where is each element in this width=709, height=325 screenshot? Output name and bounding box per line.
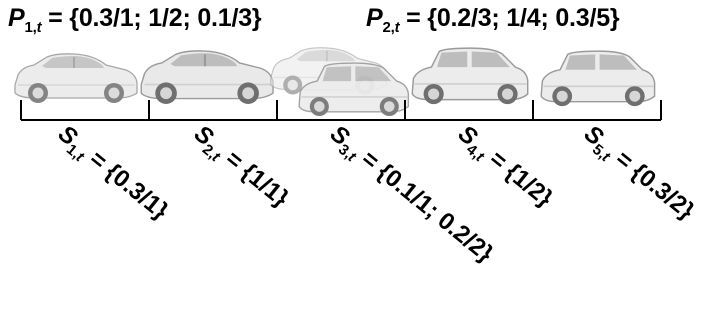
p2-symbol: P: [366, 4, 383, 32]
p1-symbol: P: [8, 4, 25, 32]
p2-subscript: 2,t: [382, 19, 400, 36]
car-6: [540, 50, 656, 107]
p1-label: P1,t = {0.3/1; 1/2; 0.1/3}: [8, 4, 262, 36]
p2-label: P2,t = {0.2/3; 1/4; 0.3/5}: [366, 4, 620, 36]
p2-value: = {0.2/3; 1/4; 0.3/5}: [399, 4, 620, 32]
p2-time: t: [394, 19, 400, 36]
p1-value: = {0.3/1; 1/2; 0.1/3}: [41, 4, 262, 32]
car-5: [411, 47, 529, 105]
segment-bracket: [20, 100, 662, 121]
car-1: [14, 52, 138, 104]
car-2: [140, 49, 275, 106]
p2-index: 2: [382, 19, 391, 36]
p1-time: t: [36, 19, 42, 36]
p1-subscript: 1,t: [24, 19, 42, 36]
p1-index: 1: [24, 19, 33, 36]
